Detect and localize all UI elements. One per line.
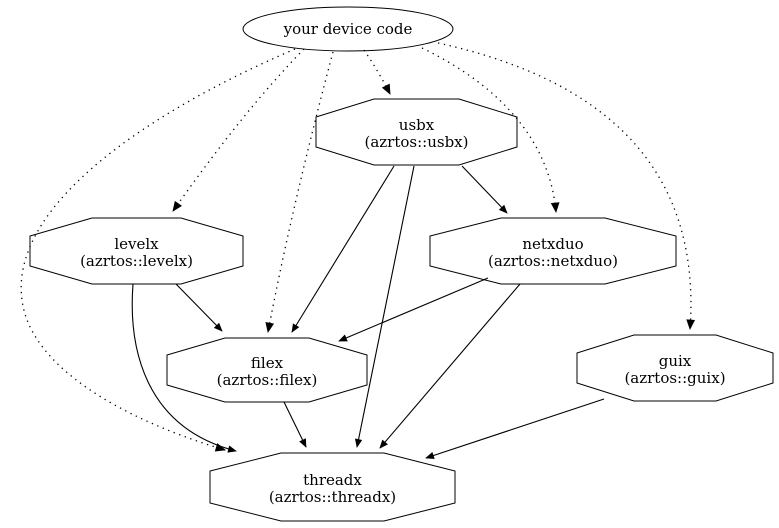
node-label: levelx [114,235,159,253]
node-sublabel: (azrtos::netxduo) [488,252,618,270]
edge-usbx-filex [291,165,395,333]
edge-usbx-threadx [354,165,415,448]
node-usbx: usbx(azrtos::usbx) [315,98,518,166]
node-sublabel: (azrtos::filex) [217,371,318,389]
node-label: usbx [399,116,435,134]
edge-device-filex [265,51,334,334]
node-netxduo: netxduo(azrtos::netxduo) [429,217,677,285]
node-filex: filex(azrtos::filex) [166,337,368,403]
node-label: guix [659,352,692,370]
octagon-shape [209,452,456,522]
edge-device-usbx [363,49,391,95]
node-label: filex [251,354,284,372]
edge-netxduo-threadx [379,283,521,449]
octagon-shape [429,217,677,285]
edge-device-levelx [172,48,305,212]
node-label: your device code [283,20,413,38]
edge-device-guix [437,42,696,331]
octagon-shape [315,98,518,166]
octagon-shape [576,334,774,402]
octagon-shape [166,337,368,403]
edge-usbx-netxduo [461,165,508,214]
node-levelx: levelx(azrtos::levelx) [29,217,244,285]
edge-levelx-threadx [131,283,237,453]
node-threadx: threadx(azrtos::threadx) [209,452,456,522]
edge-levelx-filex [175,283,223,332]
node-label: threadx [303,471,362,489]
node-guix: guix(azrtos::guix) [576,334,774,402]
ellipse-shape [242,6,454,52]
node-label: netxduo [522,235,583,253]
node-sublabel: (azrtos::levelx) [80,252,193,270]
node-sublabel: (azrtos::guix) [624,369,725,387]
node-sublabel: (azrtos::usbx) [364,133,468,151]
edge-netxduo-filex [338,277,489,342]
node-sublabel: (azrtos::threadx) [269,488,396,506]
edge-filex-threadx [283,401,307,448]
edge-guix-threadx [425,398,605,460]
node-device: your device code [242,6,454,52]
